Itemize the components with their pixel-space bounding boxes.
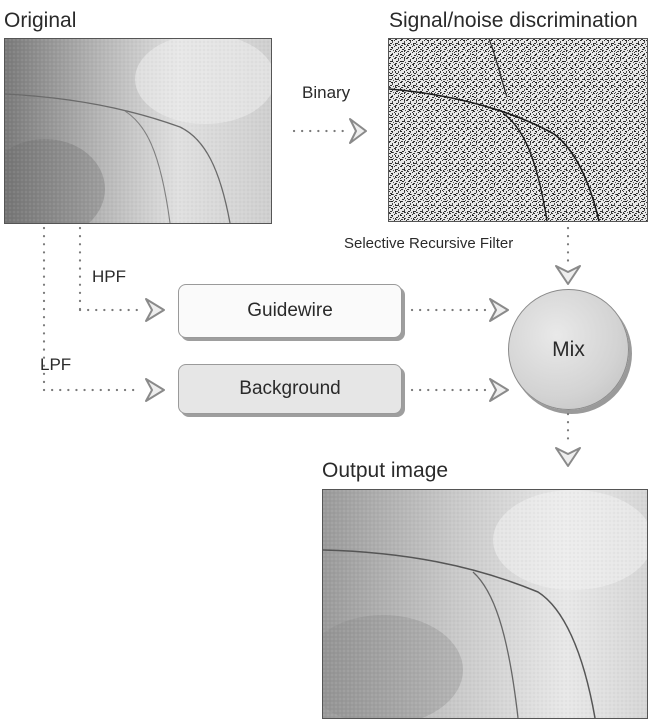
background-label: Background [239, 378, 341, 399]
signal-noise-graphic [389, 39, 647, 221]
output-image-graphic [323, 490, 647, 718]
binary-arrowhead [349, 118, 367, 144]
binary-label: Binary [302, 83, 351, 102]
guidewire-box: Guidewire [178, 284, 402, 338]
original-image [4, 38, 272, 224]
lpf-label: LPF [40, 355, 72, 374]
hpf-label: HPF [92, 267, 126, 286]
hpf-arrowhead [145, 298, 165, 322]
background-box: Background [178, 364, 402, 414]
lpf-arrowhead [145, 378, 165, 402]
signal-noise-image [388, 38, 648, 222]
mix-output-arrowhead [555, 447, 581, 467]
output-image-title: Output image [322, 459, 449, 482]
guidewire-label: Guidewire [247, 300, 333, 321]
original-image-graphic [5, 39, 271, 223]
background-mix-arrowhead [489, 378, 509, 402]
signal-noise-title: Signal/noise discrimination [389, 9, 638, 32]
mix-label: Mix [552, 337, 585, 361]
selective-filter-arrowhead [555, 265, 581, 285]
guidewire-mix-arrowhead [489, 298, 509, 322]
original-image-title: Original [4, 9, 77, 32]
output-image [322, 489, 648, 719]
mix-node: Mix [508, 289, 629, 410]
selective-recursive-filter-label: Selective Recursive Filter [344, 235, 514, 252]
